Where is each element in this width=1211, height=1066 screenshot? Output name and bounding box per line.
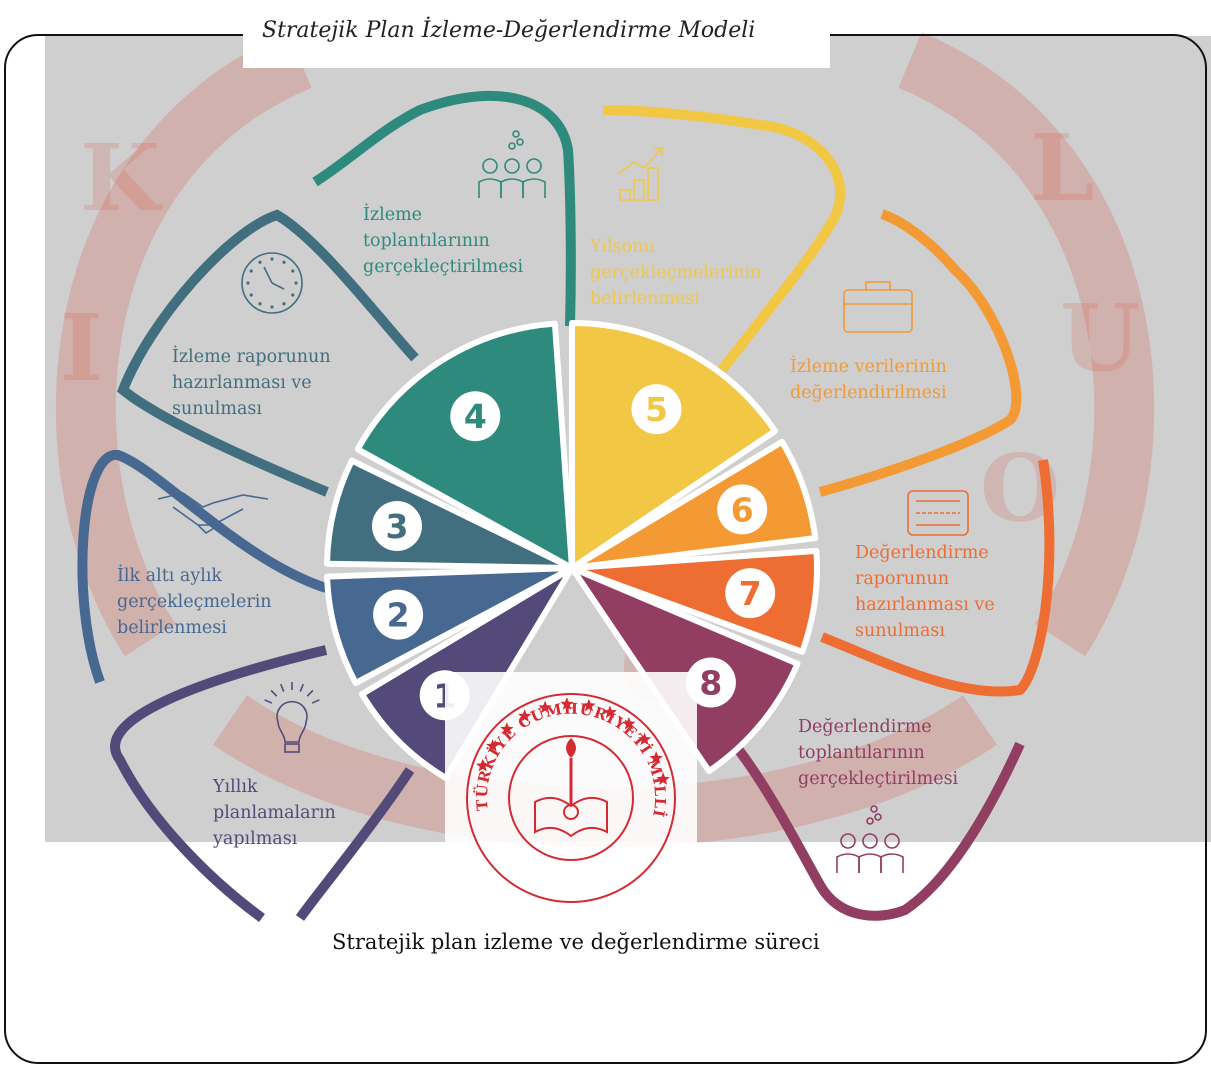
diagram-caption: Stratejik plan izleme ve değerlendirme s…	[332, 930, 820, 954]
step-number-6: 6	[731, 490, 754, 529]
clock-icon	[241, 252, 303, 314]
meeting-icon	[836, 805, 904, 873]
page-title: Stratejik Plan İzleme-Değerlendirme Mode…	[262, 18, 756, 43]
logo-book	[534, 796, 608, 838]
step-badge-3	[372, 501, 422, 551]
step-label-5: Yılsonu gerçekleçmelerinin belirlenmesi	[590, 234, 761, 312]
logo-star	[603, 705, 617, 719]
step-label-1: Yıllık planlamaların yapılması	[213, 774, 336, 852]
step-label-4: İzleme toplantılarının gerçekleçtirilmesi	[363, 202, 523, 280]
wheel-segment-6	[569, 438, 819, 571]
step-label-line: İzleme raporunun	[172, 347, 331, 367]
step-label-line: gerçekleçmelerinin	[590, 263, 762, 283]
step-label-line: planlamaların	[213, 803, 336, 823]
logo-star	[486, 739, 500, 752]
step-label-line: değerlendirilmesi	[790, 383, 947, 403]
logo-star	[560, 697, 574, 710]
step-label-line: sunulması	[855, 621, 945, 641]
step-label-line: hazırlanması ve	[855, 595, 995, 615]
step-label-line: yapılması	[213, 829, 298, 849]
step-label-line: Değerlendirme	[798, 717, 932, 737]
logo-star	[538, 700, 552, 714]
logo-star	[656, 772, 670, 785]
step-label-8: Değerlendirme toplantılarının gerçekleçtir…	[798, 714, 958, 792]
logo-star	[518, 709, 532, 722]
step-badge-6	[717, 484, 768, 535]
outer-arc-6	[818, 209, 1022, 497]
outer-arc-7	[820, 459, 1055, 697]
step-label-line: toplantılarının	[363, 231, 490, 251]
watermark-letter: L	[1030, 114, 1095, 222]
step-label-line: İzleme verilerinin	[790, 357, 947, 377]
step-badge-4	[450, 391, 501, 442]
step-label-3: İzleme raporunun hazırlanması ve sunulması	[172, 344, 331, 422]
step-badge-2	[373, 589, 424, 640]
step-label-line: toplantılarının	[798, 743, 925, 763]
step-label-line: gerçekleçtirilmesi	[363, 257, 524, 277]
step-badge-5	[631, 384, 682, 435]
meeting-icon	[478, 130, 546, 198]
watermark-ring-right	[898, 32, 1155, 657]
wheel-segment-4	[354, 320, 575, 571]
step-label-line: belirlenmesi	[590, 289, 700, 309]
outer-arc-5	[602, 105, 846, 374]
step-label-line: raporunun	[855, 569, 949, 589]
watermark-letter: K	[80, 124, 163, 232]
step-badge-8	[685, 657, 736, 708]
step-number-2: 2	[387, 596, 410, 635]
step-number-8: 8	[699, 664, 722, 703]
step-label-line: sunulması	[172, 399, 262, 419]
step-number-7: 7	[739, 574, 762, 613]
step-label-line: Yılsonu	[590, 237, 655, 257]
outer-arc-1	[110, 645, 415, 923]
step-label-line: hazırlanması ve	[172, 373, 312, 393]
outer-arc-4	[312, 90, 576, 327]
watermark-letter: U	[1060, 284, 1140, 392]
logo-star	[649, 751, 663, 764]
watermark-ring-left	[55, 32, 312, 657]
lightbulb-icon	[264, 682, 320, 753]
step-badge-7	[725, 568, 776, 619]
wheel-segment-5	[569, 320, 779, 571]
step-number-4: 4	[464, 397, 487, 436]
step-label-line: belirlenmesi	[117, 618, 227, 638]
step-label-line: gerçekleçmelerin	[117, 592, 272, 612]
document-icon	[907, 490, 969, 536]
wheel-segment-8	[569, 565, 801, 775]
step-label-6: İzleme verilerinin değerlendirilmesi	[790, 354, 947, 406]
step-number-5: 5	[645, 390, 668, 429]
step-number-3: 3	[386, 507, 409, 546]
step-label-line: Yıllık	[213, 777, 258, 797]
step-label-line: gerçekleçtirilmesi	[798, 769, 959, 789]
step-label-7: Değerlendirme raporunun hazırlanması ve sun…	[855, 540, 995, 644]
briefcase-icon	[843, 281, 913, 333]
step-label-line: İzleme	[363, 205, 423, 225]
handshake-icon	[157, 492, 269, 535]
logo-star	[637, 732, 652, 746]
outer-arc-3	[117, 209, 419, 497]
step-label-2: İlk altı aylık gerçekleçmelerin belirlenme…	[117, 563, 272, 641]
growth-chart-icon	[617, 147, 663, 201]
logo-star	[500, 722, 514, 735]
outer-arc-8	[731, 741, 1025, 921]
logo-star	[476, 758, 490, 772]
logo-star	[582, 698, 596, 712]
logo-flame	[566, 738, 576, 758]
watermark-letter: I	[60, 294, 103, 402]
outer-arc-2	[77, 450, 328, 684]
title-box	[243, 4, 830, 68]
logo-star	[622, 716, 636, 730]
step-label-line: Değerlendirme	[855, 543, 989, 563]
step-label-line: İlk altı aylık	[117, 566, 223, 586]
